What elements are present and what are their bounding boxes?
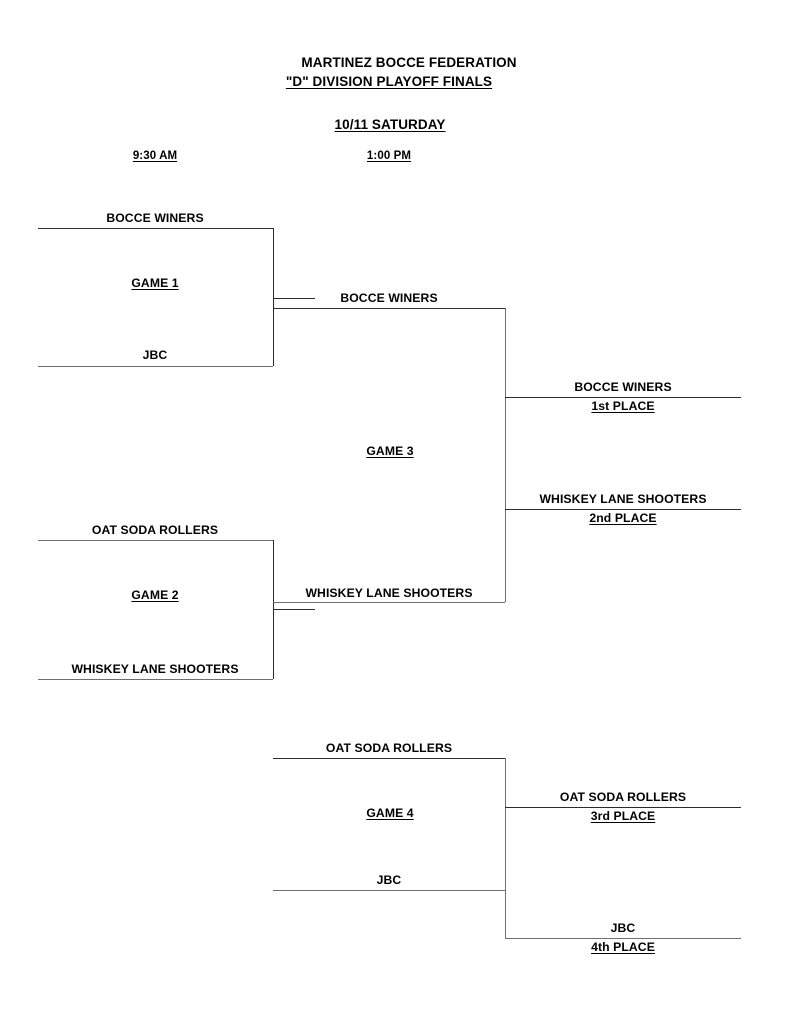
game3-top-team: BOCCE WINERS — [340, 291, 438, 305]
game1-connector — [273, 228, 274, 366]
game4-connector — [505, 758, 506, 938]
game1-label: GAME 1 — [131, 276, 179, 290]
game2-bottom-team: WHISKEY LANE SHOOTERS — [71, 662, 239, 676]
result-1st-rule — [505, 397, 741, 398]
time-slot-afternoon: 1:00 PM — [366, 150, 412, 162]
result-3rd-place: 3rd PLACE — [590, 809, 656, 823]
game2-label: GAME 2 — [131, 588, 179, 602]
game3-bottom-team: WHISKEY LANE SHOOTERS — [305, 586, 473, 600]
game2-bottom-rule — [38, 679, 273, 680]
result-2nd-place: 2nd PLACE — [589, 511, 657, 525]
result-1st-place: 1st PLACE — [591, 399, 655, 413]
game4-bottom-rule — [273, 890, 505, 891]
result-2nd-rule — [505, 509, 741, 510]
result-4th-rule — [505, 938, 741, 939]
result-4th-place: 4th PLACE — [591, 940, 655, 954]
game3-bottom-rule — [273, 602, 505, 603]
result-3rd-rule — [505, 807, 741, 808]
result-3rd-team: OAT SODA ROLLERS — [559, 790, 687, 804]
game2-winner-stub — [273, 609, 315, 610]
result-4th-team: JBC — [610, 921, 636, 935]
game3-label: GAME 3 — [366, 444, 414, 458]
page-title: MARTINEZ BOCCE FEDERATION — [301, 55, 517, 70]
game3-top-rule — [273, 308, 505, 309]
page-subtitle: "D" DIVISION PLAYOFF FINALS — [285, 74, 493, 89]
result-1st-team: BOCCE WINERS — [574, 380, 672, 394]
game1-bottom-rule — [38, 366, 273, 367]
event-date: 10/11 SATURDAY — [334, 117, 446, 132]
game4-top-rule — [273, 758, 505, 759]
time-slot-morning: 9:30 AM — [132, 150, 178, 162]
game1-top-team: BOCCE WINERS — [106, 211, 204, 225]
game2-top-rule — [38, 540, 273, 541]
game1-top-rule — [38, 228, 273, 229]
game4-label: GAME 4 — [366, 806, 414, 820]
game2-top-team: OAT SODA ROLLERS — [91, 523, 219, 537]
game3-connector — [505, 308, 506, 602]
game1-winner-stub — [273, 298, 315, 299]
game1-bottom-team: JBC — [142, 348, 168, 362]
game4-bottom-team: JBC — [376, 873, 402, 887]
result-2nd-team: WHISKEY LANE SHOOTERS — [539, 492, 707, 506]
game4-top-team: OAT SODA ROLLERS — [325, 741, 453, 755]
